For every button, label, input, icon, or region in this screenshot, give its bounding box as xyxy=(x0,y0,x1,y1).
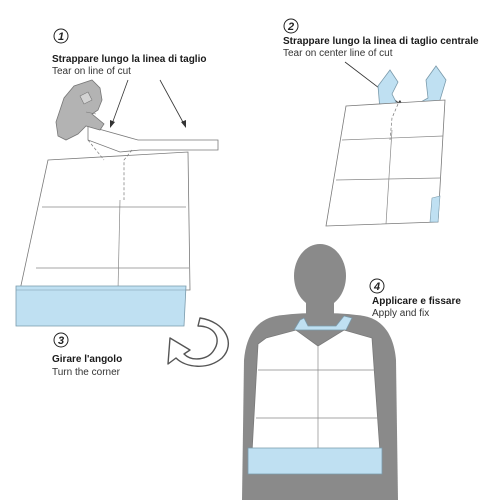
step-1-center-fold xyxy=(117,199,121,291)
step-1-pointer-line-right xyxy=(159,79,185,125)
step-2-title-en: Tear on center line of cut xyxy=(283,48,393,59)
step-2-title-it: Strappare lungo la linea di taglio centr… xyxy=(283,36,479,47)
step-4-neck-band xyxy=(293,315,353,331)
step-2-number: 2 xyxy=(287,21,294,33)
step-2-center-fold xyxy=(385,129,393,225)
step-4-bib-sheet xyxy=(251,329,381,453)
step-2-pocket-edge xyxy=(429,195,441,223)
step-4: 4 Applicare e fissare Apply and fix xyxy=(242,244,461,500)
step-3-number: 3 xyxy=(58,335,64,347)
step-4-title-en: Apply and fix xyxy=(372,308,429,319)
step-4-pocket xyxy=(247,447,383,475)
step-4-number-circle xyxy=(369,278,385,294)
step-2-fold-line-2 xyxy=(335,177,441,181)
step-1-pointer-arrowhead-left xyxy=(110,120,115,128)
step-1-neck-strip xyxy=(87,125,219,153)
step-2-fold-line-1 xyxy=(341,135,444,141)
step-1-bib xyxy=(15,125,219,327)
rotate-arrow-icon xyxy=(167,317,229,367)
step-2-bib-sheet xyxy=(325,99,446,227)
step-1-bib-sheet xyxy=(19,151,191,291)
step-1-pocket xyxy=(15,285,187,327)
step-2-cut-line-center xyxy=(389,103,399,141)
step-3-number-circle xyxy=(53,332,69,348)
step-2: 2 Strappare lungo la linea di taglio cen… xyxy=(283,18,479,227)
step-4-title-it: Applicare e fissare xyxy=(372,296,461,307)
step-3-title-en: Turn the corner xyxy=(52,367,121,378)
step-2-bib xyxy=(325,65,447,227)
step-1-cut-line-center xyxy=(123,149,133,200)
hand-icon xyxy=(55,79,105,141)
step-1-number: 1 xyxy=(58,31,64,43)
step-1-cut-line-left xyxy=(87,139,105,161)
person-head xyxy=(294,244,346,308)
step-1-number-circle xyxy=(53,28,69,44)
step-1-pointer-line-left xyxy=(111,79,129,125)
step-2-number-circle xyxy=(283,18,299,34)
step-1-pointer-arrowhead-right xyxy=(181,120,186,128)
step-4-number: 4 xyxy=(373,281,380,293)
step-1-title-it: Strappare lungo la linea di taglio xyxy=(52,54,206,65)
step-3-title-it: Girare l'angolo xyxy=(52,354,122,365)
step-4-bib xyxy=(247,315,383,475)
step-3: 3 Girare l'angolo Turn the corner xyxy=(52,317,229,378)
step-1: 1 Strappare lungo la linea di taglio Tea… xyxy=(15,28,219,327)
step-1-title-en: Tear on line of cut xyxy=(52,66,131,77)
